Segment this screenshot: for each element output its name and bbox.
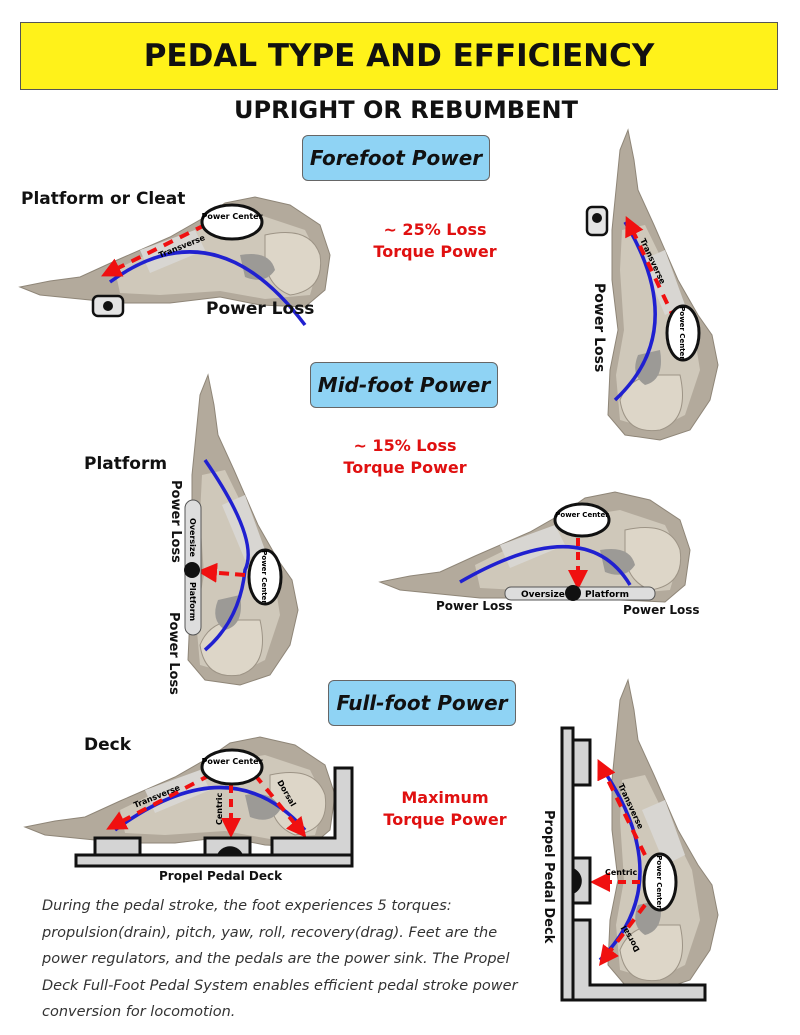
power-loss-left-label: Power Loss [436,599,513,613]
section-forefoot-power: Forefoot Power [302,135,490,181]
section-midfoot-power: Mid-foot Power [310,362,498,408]
svg-text:Power Center: Power Center [555,511,609,519]
fullfoot-horizontal-diagram: Power Center Transverse Centric Dorsal [24,736,354,868]
propel-pedal-deck-label: Propel Pedal Deck [159,869,283,883]
svg-text:Centric: Centric [605,868,638,877]
svg-text:Platform: Platform [585,590,629,600]
maximum-label: Maximum [401,788,489,807]
power-loss-top-label: Power Loss [168,480,183,563]
page-subtitle: UPRIGHT OR REBUMBENT [234,96,578,124]
power-center-marker [200,203,264,241]
power-loss-vertical-label: Power Loss [591,283,607,373]
power-loss-label: Power Loss [206,299,315,319]
fullfoot-vertical-diagram: Power Center Transverse Centric Dorsal [560,679,719,1002]
deck-label: Deck [84,735,132,755]
platform-label: Platform [84,454,168,474]
svg-text:Centric: Centric [215,792,224,825]
svg-text:Oversize: Oversize [188,518,197,558]
force-line [108,250,307,327]
loss-torque-power: Torque Power [343,458,467,477]
svg-text:Platform: Platform [188,582,197,621]
forefoot-horizontal-diagram: Power Center Transverse [19,196,331,327]
power-loss-right-label: Power Loss [623,603,700,617]
svg-text:Power Center: Power Center [655,855,663,909]
forefoot-vertical-diagram: Power Center Transverse [585,129,719,441]
propel-pedal-deck-vertical-label: Propel Pedal Deck [541,810,556,944]
svg-text:Oversize: Oversize [521,590,565,600]
midfoot-vertical-diagram: Oversize Platform Power Center [184,374,299,686]
svg-text:Power Center: Power Center [201,757,262,766]
platform-or-cleat-label: Platform or Cleat [21,189,186,209]
power-loss-bottom-label: Power Loss [166,612,181,695]
svg-text:Power Center: Power Center [678,306,686,360]
midfoot-horizontal-diagram: Power Center Oversize Platform [379,491,691,603]
description-paragraph: During the pedal stroke, the foot experi… [42,898,518,1020]
svg-text:Power Center: Power Center [260,550,268,604]
loss-percent: ~ 25% Loss [383,220,487,239]
section-fullfoot-power: Full-foot Power [328,680,516,726]
page-title: PEDAL TYPE AND EFFICIENCY [20,22,778,90]
power-center-label: Power Center [201,212,262,221]
loss-torque-power: Torque Power [373,242,497,261]
loss-percent: ~ 15% Loss [353,436,457,455]
maximum-torque-power: Torque Power [383,810,507,829]
